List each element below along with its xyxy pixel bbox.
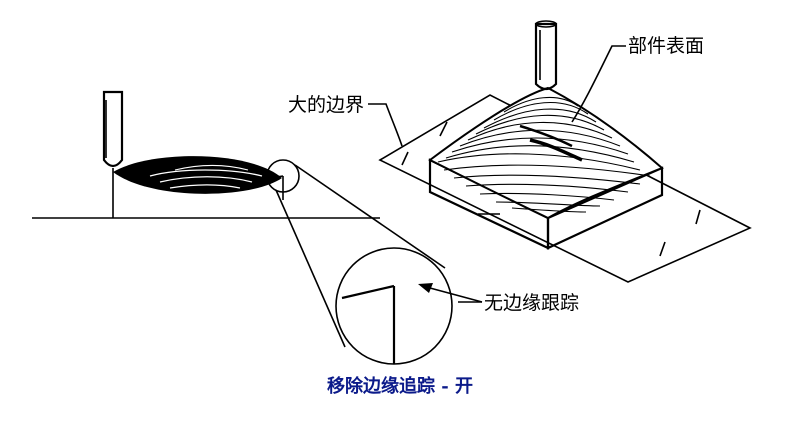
leader-large-boundary: [368, 103, 403, 147]
label-part-surface: 部件表面: [628, 35, 704, 57]
part-3d: [368, 20, 752, 303]
cutter-tool-right: [534, 22, 558, 91]
zoom-line-upper: [294, 164, 446, 269]
lens-part: [113, 156, 282, 194]
leader-part-surface: [571, 45, 626, 123]
figure-caption: 移除边缘追踪 - 开: [327, 375, 473, 397]
edge-detail-horizontal: [341, 284, 395, 300]
surface-grain: [437, 96, 651, 213]
arrow-head: [418, 283, 433, 293]
block-top-surface: [428, 86, 664, 220]
block-side-face: [546, 166, 664, 250]
label-no-edge-tracking: 无边缘跟踪: [484, 292, 579, 314]
cross-section: [32, 90, 483, 365]
boundary-plane: [378, 94, 752, 283]
label-large-boundary: 大的边界: [288, 94, 364, 116]
zoom-line-lower: [275, 189, 346, 348]
cutter-tool: [102, 90, 124, 168]
